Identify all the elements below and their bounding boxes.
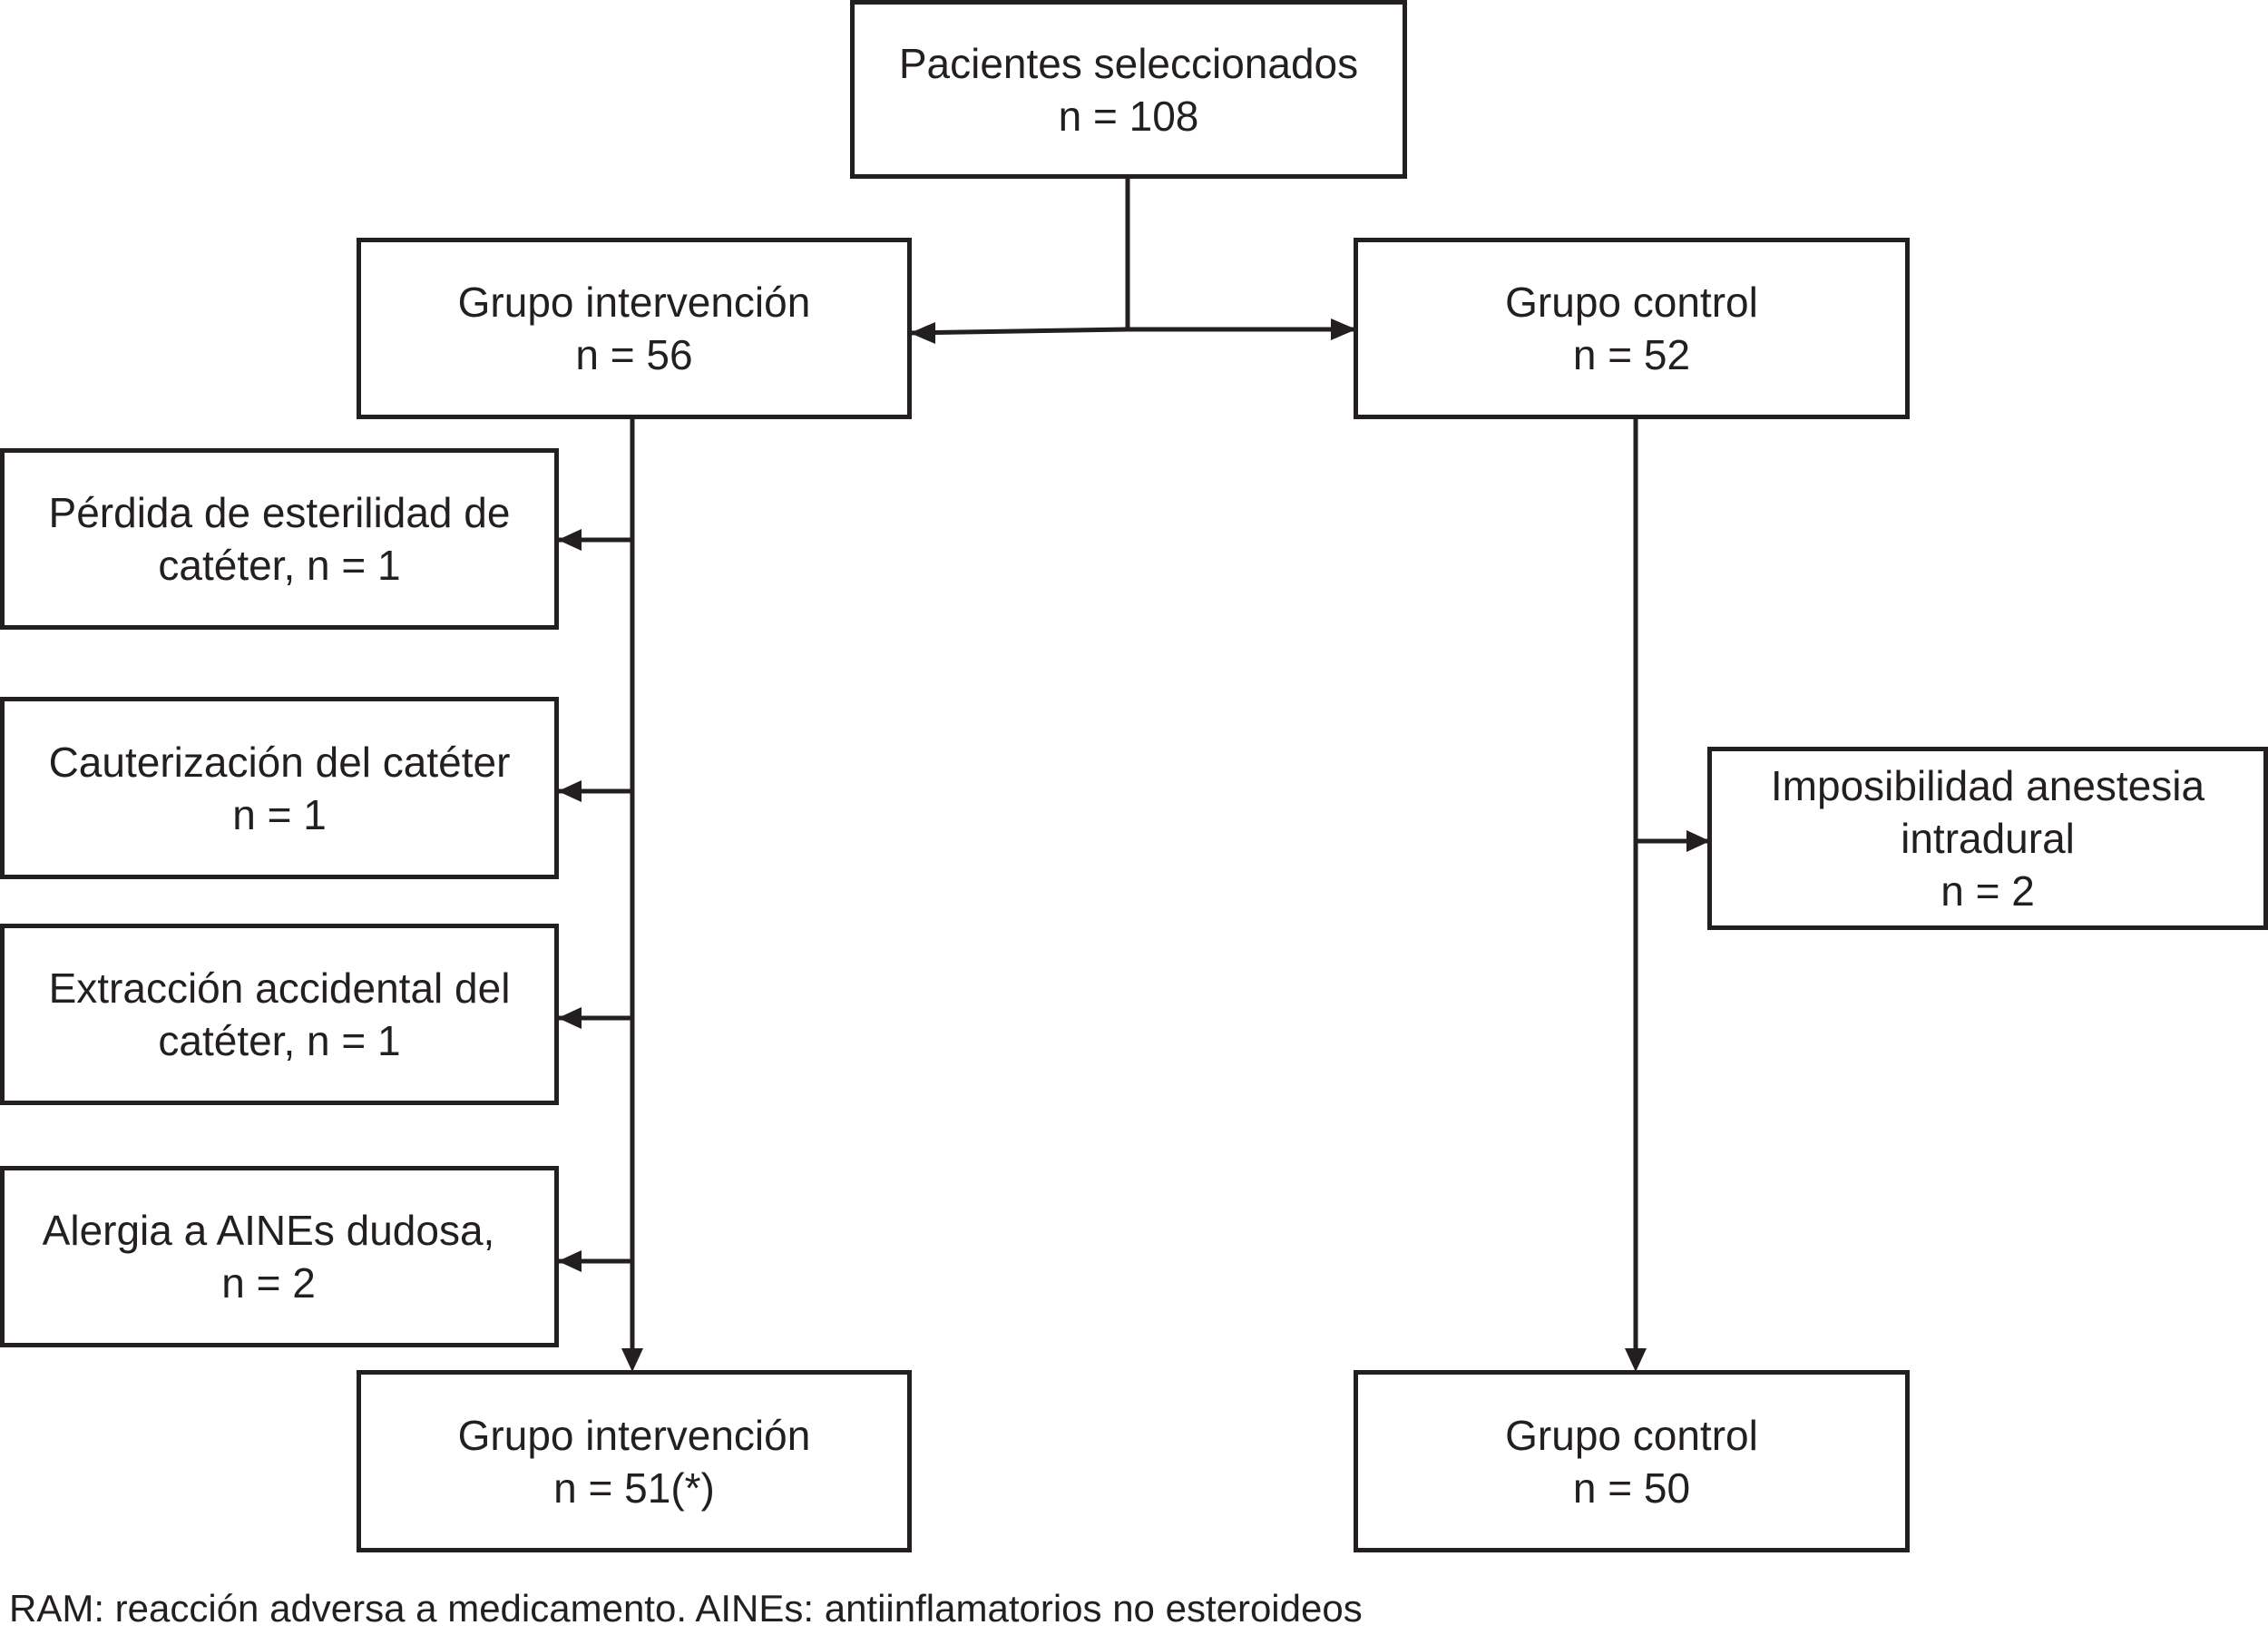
arrow-to-control-final	[1625, 1348, 1647, 1372]
node-excl-extraction-line-1: Extracción accidental del	[48, 964, 511, 1012]
edge-selected-to-intervention	[909, 327, 1129, 336]
node-control-final-line-2: n = 50	[1572, 1464, 1691, 1512]
footnote: RAM: reacción adversa a medicamento. AIN…	[9, 1587, 1363, 1630]
node-intervention-final-line-2: n = 51(*)	[553, 1464, 715, 1512]
node-excl-cauter-line-1: Cauterización del catéter	[48, 738, 511, 786]
arrow-to-excl-sterility	[558, 529, 582, 551]
arrow-to-intervention	[910, 322, 935, 344]
arrow-to-control	[1331, 318, 1356, 340]
node-excl-cauter: Cauterización del catéter n = 1	[0, 697, 559, 879]
node-intervention-line-1: Grupo intervención	[457, 279, 811, 326]
node-excl-sterility-line-2: catéter, n = 1	[158, 542, 401, 589]
node-control-final-line-1: Grupo control	[1505, 1411, 1758, 1459]
node-selected-line-2: n = 108	[1058, 92, 1199, 140]
node-excl-sterility: Pérdida de esterilidad de catéter, n = 1	[0, 448, 559, 630]
node-excl-anesthesia-line-2: intradural	[1901, 815, 2075, 862]
node-intervention-line-2: n = 56	[575, 331, 693, 378]
node-control-line-1: Grupo control	[1505, 279, 1758, 326]
node-excl-anesthesia-line-3: n = 2	[1941, 867, 2035, 915]
node-control: Grupo control n = 52	[1354, 238, 1910, 419]
node-excl-allergy-line-1: Alergia a AINEs dudosa,	[42, 1207, 495, 1254]
arrow-to-intervention-final	[621, 1348, 643, 1372]
node-excl-extraction-line-2: catéter, n = 1	[158, 1017, 401, 1064]
node-excl-anesthesia-line-1: Imposibilidad anestesia	[1770, 762, 2205, 809]
arrow-to-excl-anesthesia	[1686, 830, 1710, 852]
arrow-to-excl-cauter	[558, 780, 582, 802]
node-selected-line-1: Pacientes seleccionados	[898, 39, 1359, 87]
node-excl-anesthesia: Imposibilidad anestesia intradural n = 2	[1707, 747, 2268, 930]
node-excl-cauter-line-2: n = 1	[232, 790, 327, 838]
node-excl-allergy-line-2: n = 2	[221, 1259, 316, 1307]
node-intervention-final: Grupo intervención n = 51(*)	[357, 1370, 912, 1552]
node-intervention: Grupo intervención n = 56	[357, 238, 912, 419]
node-control-line-2: n = 52	[1572, 331, 1691, 378]
arrow-to-excl-allergy	[558, 1250, 582, 1272]
arrow-to-excl-extraction	[558, 1007, 582, 1029]
node-excl-sterility-line-1: Pérdida de esterilidad de	[48, 489, 511, 536]
node-excl-extraction: Extracción accidental del catéter, n = 1	[0, 924, 559, 1105]
node-intervention-final-line-1: Grupo intervención	[457, 1411, 811, 1459]
node-excl-allergy: Alergia a AINEs dudosa, n = 2	[0, 1166, 559, 1347]
node-selected: Pacientes seleccionados n = 108	[850, 0, 1407, 179]
node-control-final: Grupo control n = 50	[1354, 1370, 1910, 1552]
